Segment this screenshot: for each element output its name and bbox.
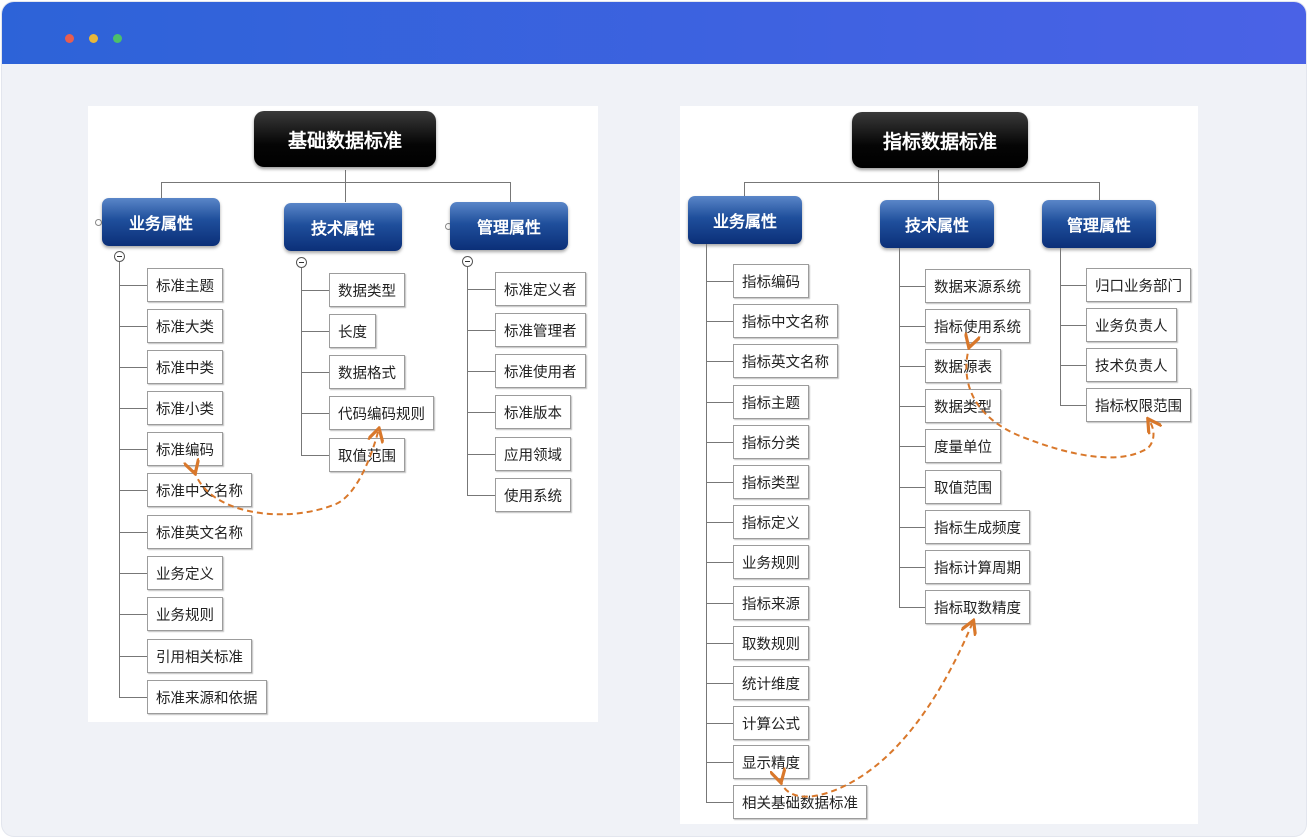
list-item: 引用相关标准 <box>147 639 252 673</box>
root-node: 指标数据标准 <box>852 112 1028 168</box>
collapse-toggle[interactable] <box>296 257 307 268</box>
maximize-dot[interactable] <box>113 34 122 43</box>
indicator-data-standard-diagram: 指标数据标准 业务属性 技术属性 管理属性 指标编码 指标中文名称 指标英文名称… <box>680 106 1198 824</box>
list-item: 指标英文名称 <box>733 344 838 378</box>
list-item: 业务规则 <box>147 597 223 631</box>
title-bar <box>2 2 1306 64</box>
list-item: 指标主题 <box>733 385 809 419</box>
list-item: 标准使用者 <box>495 354 586 388</box>
category-technical[interactable]: 技术属性 <box>284 203 402 251</box>
list-item: 长度 <box>329 314 376 348</box>
list-item: 应用领域 <box>495 437 571 471</box>
list-item: 业务规则 <box>733 545 809 579</box>
list-item: 指标来源 <box>733 586 809 620</box>
close-dot[interactable] <box>65 34 74 43</box>
category-technical[interactable]: 技术属性 <box>880 200 994 248</box>
category-management[interactable]: 管理属性 <box>450 202 568 250</box>
category-business[interactable]: 业务属性 <box>102 198 220 246</box>
list-item: 标准主题 <box>147 268 223 302</box>
mapping-arrow <box>680 106 1198 798</box>
list-item: 指标计算周期 <box>925 550 1030 584</box>
list-item: 指标生成频度 <box>925 510 1030 544</box>
collapse-toggle[interactable] <box>462 256 473 267</box>
list-item: 标准版本 <box>495 395 571 429</box>
category-business[interactable]: 业务属性 <box>688 196 802 244</box>
list-item: 数据类型 <box>329 273 405 307</box>
mapping-arrow <box>88 106 598 516</box>
list-item: 标准来源和依据 <box>147 680 267 714</box>
list-item: 指标中文名称 <box>733 304 838 338</box>
list-item: 取值范围 <box>925 470 1001 504</box>
list-item: 指标分类 <box>733 425 809 459</box>
list-item: 标准中文名称 <box>147 473 252 507</box>
list-item: 归口业务部门 <box>1086 268 1191 302</box>
list-item: 业务定义 <box>147 556 223 590</box>
list-item: 标准英文名称 <box>147 515 252 549</box>
list-item: 代码编码规则 <box>329 396 434 430</box>
minimize-dot[interactable] <box>89 34 98 43</box>
list-item: 标准定义者 <box>495 272 586 306</box>
list-item: 指标使用系统 <box>925 309 1030 343</box>
list-item: 标准小类 <box>147 391 223 425</box>
list-item: 指标定义 <box>733 505 809 539</box>
root-node: 基础数据标准 <box>254 111 436 167</box>
list-item: 指标类型 <box>733 465 809 499</box>
collapse-toggle[interactable] <box>114 251 125 262</box>
category-management[interactable]: 管理属性 <box>1042 200 1156 248</box>
list-item: 标准中类 <box>147 350 223 384</box>
list-item: 数据格式 <box>329 355 405 389</box>
list-item: 指标编码 <box>733 264 809 298</box>
list-item: 标准管理者 <box>495 313 586 347</box>
list-item: 使用系统 <box>495 478 571 512</box>
list-item: 标准大类 <box>147 309 223 343</box>
list-item: 数据来源系统 <box>925 269 1030 303</box>
connector-knob <box>95 219 102 226</box>
basic-data-standard-diagram: 基础数据标准 业务属性 技术属性 管理属性 标准主题 标准大类 标准中类 标准小… <box>88 106 598 722</box>
